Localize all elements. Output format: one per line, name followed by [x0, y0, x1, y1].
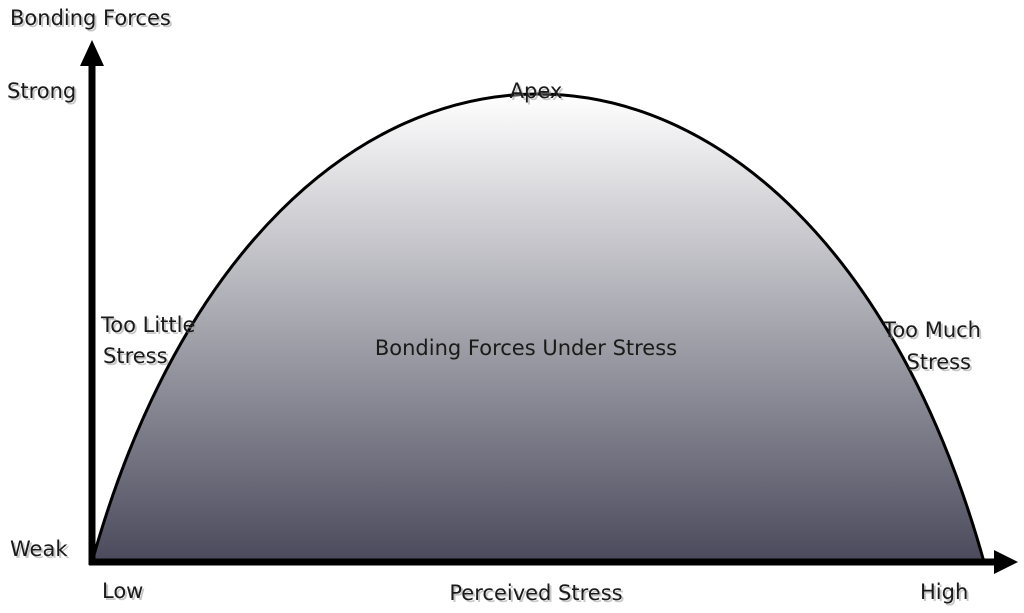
area-label-group: Bonding Forces Under Stress Bonding Forc…	[375, 336, 679, 362]
curve-area	[92, 94, 984, 562]
x-high-group: High High	[920, 580, 970, 606]
x-axis-arrowhead	[994, 550, 1018, 574]
too-much-group: Too Much Too Much Stress Stress	[882, 318, 983, 376]
svg-text:Apex: Apex	[512, 81, 565, 105]
too-little-group: Too Little Too Little Stress Stress	[100, 313, 197, 370]
too-much-label-line2: Stress	[906, 350, 971, 374]
y-axis-arrowhead	[80, 40, 104, 66]
svg-text:Perceived Stress: Perceived Stress	[451, 583, 624, 607]
too-little-label-line2: Stress	[103, 344, 168, 368]
y-axis-title: Bonding Forces	[10, 6, 171, 30]
apex-label: Apex	[510, 79, 563, 103]
x-axis-title: Perceived Stress	[449, 581, 622, 605]
svg-text:Too Much: Too Much	[884, 320, 983, 344]
svg-text:Stress: Stress	[908, 352, 973, 376]
svg-text:High: High	[922, 582, 970, 606]
x-title-group: Perceived Stress Perceived Stress	[449, 581, 624, 607]
x-axis-high-label: High	[920, 580, 968, 604]
x-axis-low-label: Low	[102, 579, 143, 603]
svg-text:Too Little: Too Little	[102, 315, 197, 339]
too-much-label-line1: Too Much	[882, 318, 981, 342]
svg-text:Stress: Stress	[105, 346, 170, 370]
y-axis-high-label: Strong	[7, 79, 76, 103]
too-little-label-line1: Too Little	[100, 313, 195, 337]
x-low-group: Low Low	[102, 579, 145, 605]
bonding-forces-under-stress-label: Bonding Forces Under Stress	[375, 336, 677, 360]
y-axis-low-label: Weak	[10, 537, 68, 561]
svg-text:Weak: Weak	[12, 539, 70, 563]
y-axis-title-group: Bonding Forces Bonding Forces	[10, 6, 173, 32]
svg-text:Strong: Strong	[9, 81, 78, 105]
stress-curve	[90, 92, 986, 563]
y-high-group: Strong Strong	[7, 79, 78, 105]
svg-text:Bonding Forces Under Stress: Bonding Forces Under Stress	[377, 338, 679, 362]
y-low-group: Weak Weak	[10, 537, 70, 563]
svg-text:Bonding Forces: Bonding Forces	[12, 8, 173, 32]
apex-group: Apex Apex	[510, 79, 565, 105]
svg-text:Low: Low	[104, 581, 145, 605]
